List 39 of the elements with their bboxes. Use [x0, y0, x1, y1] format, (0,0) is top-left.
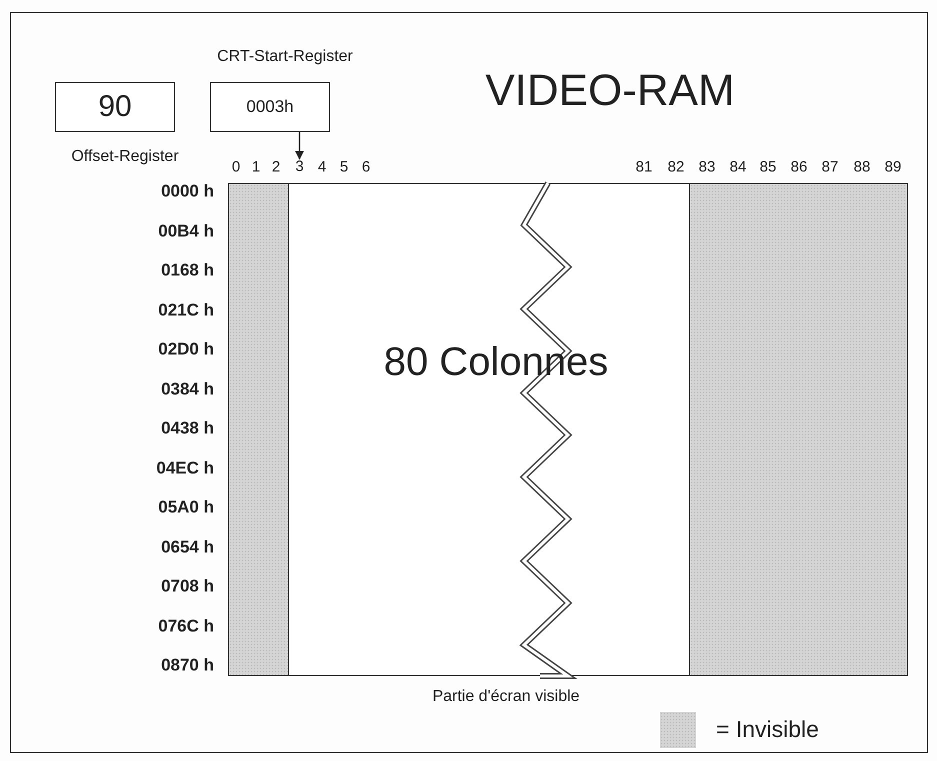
register-box	[210, 82, 330, 132]
title: VIDEO-RAM	[484, 66, 736, 116]
row-address: 0000 h	[161, 182, 214, 200]
row-address: 0870 h	[161, 656, 214, 674]
row-address: 04EC h	[156, 459, 214, 476]
row-address: 076C h	[158, 617, 214, 634]
register-name: Offset-Register	[70, 148, 180, 166]
column-number: 88	[854, 160, 870, 174]
row-address: 021C h	[158, 301, 214, 318]
column-number: 81	[636, 160, 652, 174]
column-number: 4	[318, 160, 326, 174]
column-number: 86	[790, 160, 808, 174]
column-number: 87	[822, 160, 838, 174]
column-number: 2	[272, 160, 280, 174]
column-number: 0	[232, 160, 240, 174]
column-number: 83	[698, 160, 716, 174]
column-number: 85	[760, 160, 776, 174]
register-box	[55, 82, 175, 132]
row-address: 05A0 h	[158, 498, 214, 516]
row-address: 0654 h	[161, 538, 214, 555]
row-address: 0384 h	[161, 380, 214, 397]
caption: Partie d'écran visible	[432, 689, 580, 705]
register-value: 90	[98, 90, 132, 124]
column-number: 84	[730, 160, 746, 174]
column-number: 82	[668, 160, 684, 174]
row-address: 00B4 h	[158, 222, 214, 239]
column-number: 6	[362, 160, 370, 174]
column-number: 3	[294, 159, 305, 175]
row-address: 02D0 h	[158, 340, 214, 358]
register-name: CRT-Start-Register	[216, 48, 354, 66]
row-address: 0708 h	[161, 578, 214, 594]
column-number: 1	[252, 160, 260, 174]
row-address: 0168 h	[161, 262, 214, 278]
column-number: 89	[884, 160, 902, 174]
arrow	[294, 132, 304, 160]
legend-text: = Invisible	[716, 716, 819, 743]
row-address: 0438 h	[161, 420, 214, 436]
register-value: 0003h	[246, 97, 294, 117]
column-number: 5	[340, 160, 348, 174]
